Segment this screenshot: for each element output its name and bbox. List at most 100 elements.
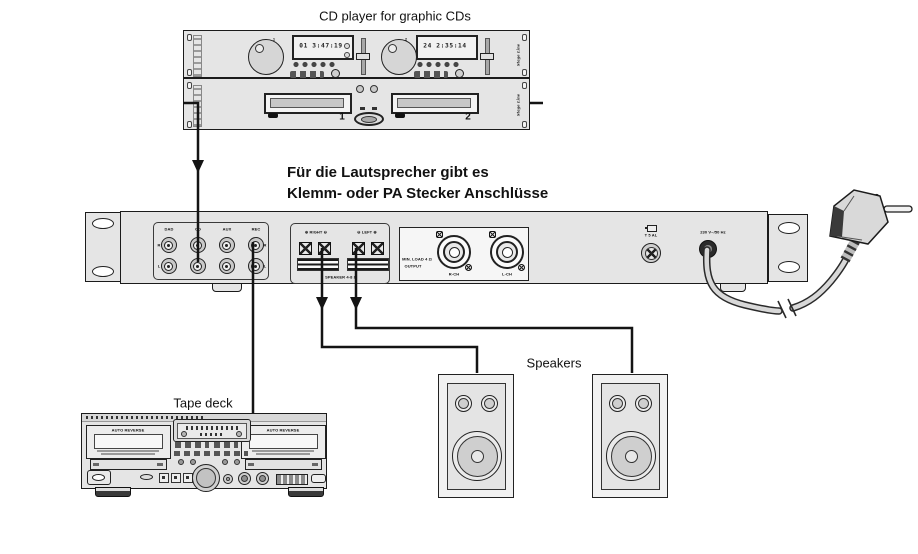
small-button: [344, 43, 350, 49]
arrow-down-icon: [350, 297, 362, 310]
speaker-baffle: [447, 383, 506, 490]
button-row: [292, 61, 338, 68]
tray2-number: 2: [465, 111, 471, 123]
clamp-terminal: [351, 242, 365, 255]
screw-icon: [522, 34, 527, 41]
rec-level-knob: [178, 459, 184, 465]
deck2-number: 2: [404, 36, 408, 42]
eject-button: [140, 474, 153, 480]
display-marks: [200, 433, 224, 436]
deck-foot: [95, 487, 131, 497]
button-row: [174, 451, 248, 456]
speaker-left: [438, 374, 514, 498]
display-2: 24 2:35:14: [416, 35, 478, 60]
deck-foot: [288, 487, 324, 497]
button-row: [290, 71, 324, 78]
mark: [93, 463, 99, 466]
marker: [372, 107, 377, 110]
pitch-slider-knob: [356, 53, 370, 60]
display-1-text: 01 3:47:19: [299, 42, 343, 50]
cue-button: [331, 69, 340, 78]
deck-display-panel: [173, 419, 251, 442]
brand-text-marks: [86, 416, 206, 419]
cd-player-upper-unit: 1 01 3:47:19 2 24 2:35:14 Stage Line: [183, 30, 530, 78]
button-row: [175, 442, 209, 448]
plug-pin: [867, 193, 880, 203]
row-label-l: L: [157, 263, 161, 269]
rack-slot: [778, 261, 800, 273]
cassette-door-left: AUTO REVERSE: [86, 425, 171, 459]
tweeter: [455, 395, 472, 412]
rack-slot: [92, 218, 114, 229]
speakon-panel: MIN. LOAD 4 Ω OUTPUT R-CH L-CH: [399, 227, 529, 281]
clamp-terminal: [370, 242, 384, 255]
tray1-number: 1: [339, 111, 345, 123]
cassette-lip-left: [90, 459, 167, 470]
speaker-terminal-panel: ⊕ RIGHT ⊖ ⊖ LEFT ⊕ SPEAKER 4-8 Ω: [290, 223, 390, 284]
display-1: 01 3:47:19: [292, 35, 354, 60]
plug-side-face: [830, 206, 844, 237]
rca-jack-aux-r: [218, 237, 235, 253]
model-strip: [193, 85, 202, 127]
clamp-terminal: [298, 242, 312, 255]
fuse-label: T 5 AL: [644, 232, 658, 238]
terminal-right-label: ⊕ RIGHT ⊖: [304, 229, 328, 235]
speakers-caption: Speakers: [526, 355, 582, 371]
door-text-line: [97, 450, 159, 452]
button-row: [414, 71, 448, 78]
cable-break-icon: [777, 298, 797, 319]
deck-display: [177, 423, 247, 439]
rack-ear-left: [85, 212, 121, 282]
terminal-stripe-block: [347, 258, 389, 271]
model-strip: [193, 35, 202, 77]
rack-slot: [92, 266, 114, 277]
power-cord-inlet: [699, 240, 717, 258]
mark: [248, 463, 254, 466]
woofer: [452, 431, 502, 481]
row-label-l: L: [263, 263, 267, 269]
auto-reverse-label: AUTO REVERSE: [266, 427, 300, 433]
button-row: [416, 61, 462, 68]
level-dot: [236, 431, 242, 437]
tape-deck: AUTO REVERSE AUTO REVERSE: [81, 413, 327, 492]
rca-jack-rec-l: [247, 258, 264, 274]
rca-jack-rec-r: [247, 237, 264, 253]
arrow-down-icon: [192, 160, 204, 173]
cassette-window: [94, 434, 163, 449]
door-text-line: [252, 450, 314, 452]
rch-label: R-CH: [448, 271, 460, 277]
screw-icon: [465, 264, 472, 271]
speaker-baffle: [601, 383, 660, 490]
speaker-note-line2: Klemm- oder PA Stecker Anschlüsse: [287, 185, 549, 202]
mark: [157, 463, 163, 466]
deck1-number: 1: [272, 36, 276, 42]
cd-player-caption: CD player for graphic CDs: [319, 8, 471, 24]
door-text-line: [256, 453, 310, 455]
mains-voltage-label: 230 V~/50 Hz: [700, 229, 726, 235]
rca-jack-cd-r: [189, 237, 206, 253]
cue-button: [455, 69, 464, 78]
level-dot: [181, 431, 187, 437]
auto-reverse-label: AUTO REVERSE: [111, 427, 145, 433]
counter-display: [276, 474, 308, 485]
rca-jack-dad-l: [160, 258, 177, 274]
cassette-door-right: AUTO REVERSE: [241, 425, 326, 459]
clamp-terminal: [317, 242, 331, 255]
screw-icon: [522, 121, 527, 128]
rec-level-knob: [222, 459, 228, 465]
fuse-icon-body: [647, 225, 657, 232]
small-knob: [356, 85, 364, 93]
brand-script: Stage Line: [515, 43, 521, 67]
tweeter: [635, 395, 652, 412]
rca-label-cd: CD: [194, 226, 201, 232]
row-label-r: R: [157, 242, 161, 248]
rack-slot: [778, 222, 800, 234]
jog-wheel-2-dot: [388, 44, 397, 53]
brand-script: Stage Line: [515, 93, 521, 117]
cd-tray-1: [264, 93, 352, 114]
door-text-line: [101, 453, 155, 455]
pitch-slider-knob: [480, 53, 494, 60]
woofer: [606, 431, 656, 481]
cassette-lip-right: [245, 459, 322, 470]
speaker-note: Für die Lautsprecher gibt es Klemm- oder…: [287, 162, 548, 204]
